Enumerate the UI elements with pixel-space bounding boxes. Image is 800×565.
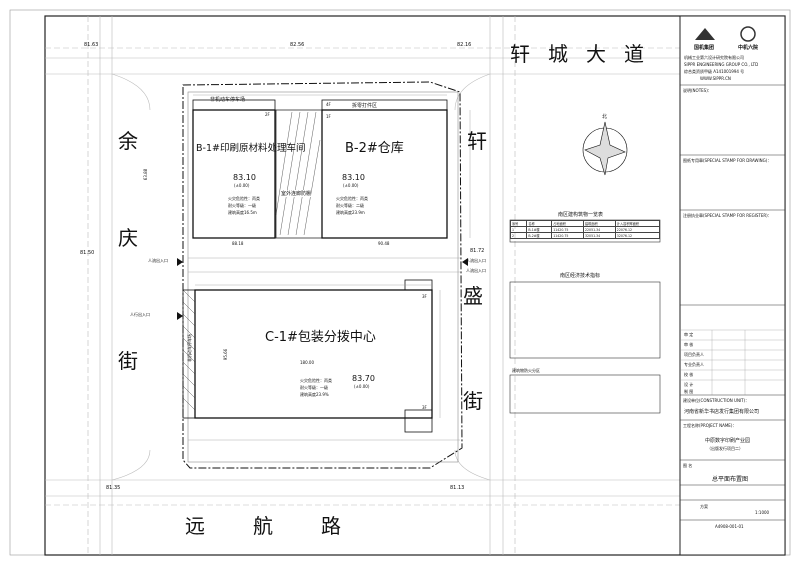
company-website: WWW.SIPPR.CN (700, 76, 731, 81)
entrance-west-2: 人行出入口 (130, 312, 150, 317)
compass-north-label: 北 (602, 114, 608, 120)
sign-row-5: 设 计 (684, 382, 694, 387)
company-name-en: SIPPR ENGINEERING GROUP CO., LTD (684, 62, 759, 67)
c1-width-dim: 180.00 (300, 360, 314, 365)
b1-height: 建筑高度16.5m (228, 210, 257, 215)
company-name: 机械工业第六设计研究院有限公司 (684, 55, 744, 60)
b2-fire: 火灾危险性：丙类 (336, 196, 368, 201)
table-cell: B-2#楼 (526, 232, 553, 239)
project-label: 工程名称(PROJECT NAME)： (683, 423, 737, 428)
elev-w-mid: 81.50 (80, 250, 95, 256)
elev-ne: 82.16 (457, 42, 472, 48)
register-stamp-label: 注册执业章(SPECIAL STAMP FOR REGISTER)： (683, 213, 772, 218)
b1-width-dim: 88.18 (232, 241, 244, 246)
b2-elevation-rel: (±0.00) (343, 183, 359, 188)
table-row: 2 B-2#楼 11420.75 32051.34 32076.12 (509, 232, 661, 239)
drawing-name-label: 图 名 (683, 463, 693, 468)
c1-side-label: 非机动车停车场 (187, 334, 192, 362)
elev-e-mid: 81.72 (470, 248, 485, 254)
drawing-name: 总平面布置图 (712, 476, 749, 483)
table2-title: 南区经济技术指标 (560, 273, 601, 279)
entrance-east-upper: 人流出入口 (466, 258, 486, 263)
b2-width-dim: 90.48 (378, 241, 390, 246)
c1-elevation-rel: (±0.00) (354, 384, 370, 389)
table-cell: 2 (509, 232, 528, 239)
entrance-west: 人流出入口 (148, 258, 168, 263)
sign-row-4: 校 核 (684, 372, 694, 377)
sign-row-0: 审 定 (684, 332, 694, 337)
table-cell: 11420.75 (551, 232, 584, 239)
b1-top-label: 非机动车停车场 (210, 97, 246, 103)
west-road-char-2: 庆 (118, 226, 138, 250)
table3-title: 建筑物防火分区 (512, 368, 540, 373)
b2-floors-left: 4F (326, 102, 331, 107)
b2-top-label: 拆零打件区 (352, 103, 378, 109)
drawing-scale: 1:1000 (755, 510, 770, 515)
table1-title: 南区建构筑物一览表 (558, 212, 604, 218)
elev-nw: 81.63 (84, 42, 99, 48)
c1-name: C-1#包装分拨中心 (265, 330, 376, 345)
b2-floors: 1F (326, 114, 331, 119)
sign-row-3: 专业负责人 (684, 362, 704, 367)
sign-row-2: 项目负责人 (684, 352, 704, 357)
b1-fire: 火灾危险性：丙类 (228, 196, 260, 201)
logo-text-2: 中机六院 (738, 45, 759, 51)
client-label: 建设单位(CONSTRUCTION UNIT)： (683, 398, 750, 403)
drawing-stage: 方案 (700, 504, 708, 509)
c1-fire: 火灾危险性：丙类 (300, 378, 332, 383)
c1-height: 建筑高度23.9% (300, 392, 329, 397)
b2-elevation: 83.10 (342, 173, 365, 182)
project-name: 中原数字印刷产业园 (705, 438, 751, 444)
east-road-char-1: 盛 (463, 284, 483, 308)
c-depth-dim: 95.66 (223, 348, 229, 361)
b1-elevation-rel: (±0.00) (234, 183, 250, 188)
elev-se: 81.13 (450, 485, 465, 491)
elev-n-mid: 82.56 (290, 42, 305, 48)
table-cell: 32051.34 (583, 232, 616, 239)
b1-elevation: 83.10 (233, 173, 256, 182)
drawing-stamp-label: 图纸专用章(SPECIAL STAMP FOR DRAWING)： (683, 158, 772, 163)
sign-row-6: 制 图 (684, 389, 694, 394)
canopy-label: 室外连廊防棚 (281, 190, 312, 197)
b2-rating: 耐火等级：二级 (336, 203, 364, 208)
logo-text-1: 国机集团 (694, 45, 715, 51)
b-depth-dim: 63.88 (143, 168, 149, 181)
entrance-east: 人流出入口 (466, 268, 486, 273)
b1-floors: 2F (265, 112, 270, 117)
east-road-char-upper: 轩 (467, 129, 487, 153)
b1-rating: 耐火等级：一级 (228, 203, 256, 208)
north-road-name: 轩城大道 (510, 42, 662, 66)
west-road-char-1: 余 (118, 129, 138, 153)
project-sub: （出版发行项目二） (707, 446, 743, 451)
notes-label: 说明(NOTES)： (683, 88, 712, 93)
b1-name: B-1#印刷原材料处理车间 (196, 143, 306, 154)
west-road-char-3: 街 (118, 349, 138, 373)
b2-height: 建筑高度23.9m (336, 210, 365, 215)
south-road-name: 远航路 (185, 514, 389, 538)
elev-sw: 81.35 (106, 485, 121, 491)
drawing-number: A4908-001-01 (715, 524, 744, 529)
c1-elevation: 83.70 (352, 374, 375, 383)
company-cert: 综合类资质甲级 A141001994 号 (684, 69, 745, 74)
c1-rating: 耐火等级：一级 (300, 385, 328, 390)
sign-row-1: 审 核 (684, 342, 694, 347)
table-cell: 32076.12 (614, 232, 661, 239)
b2-name: B-2#仓库 (345, 141, 404, 156)
c1-floors-bottom: 3F (422, 405, 427, 410)
table1: 序号 名称 占地面积 建筑面积 计入容积率面积 1 B-1#楼 11420.75… (509, 220, 661, 239)
client-name: 河南省新华书店发行集团有限公司 (684, 409, 760, 415)
east-road-char-2: 街 (463, 389, 483, 413)
c1-floors-top: 3F (422, 294, 427, 299)
table1-header-row: 序号 名称 占地面积 建筑面积 计入容积率面积 (509, 220, 661, 227)
